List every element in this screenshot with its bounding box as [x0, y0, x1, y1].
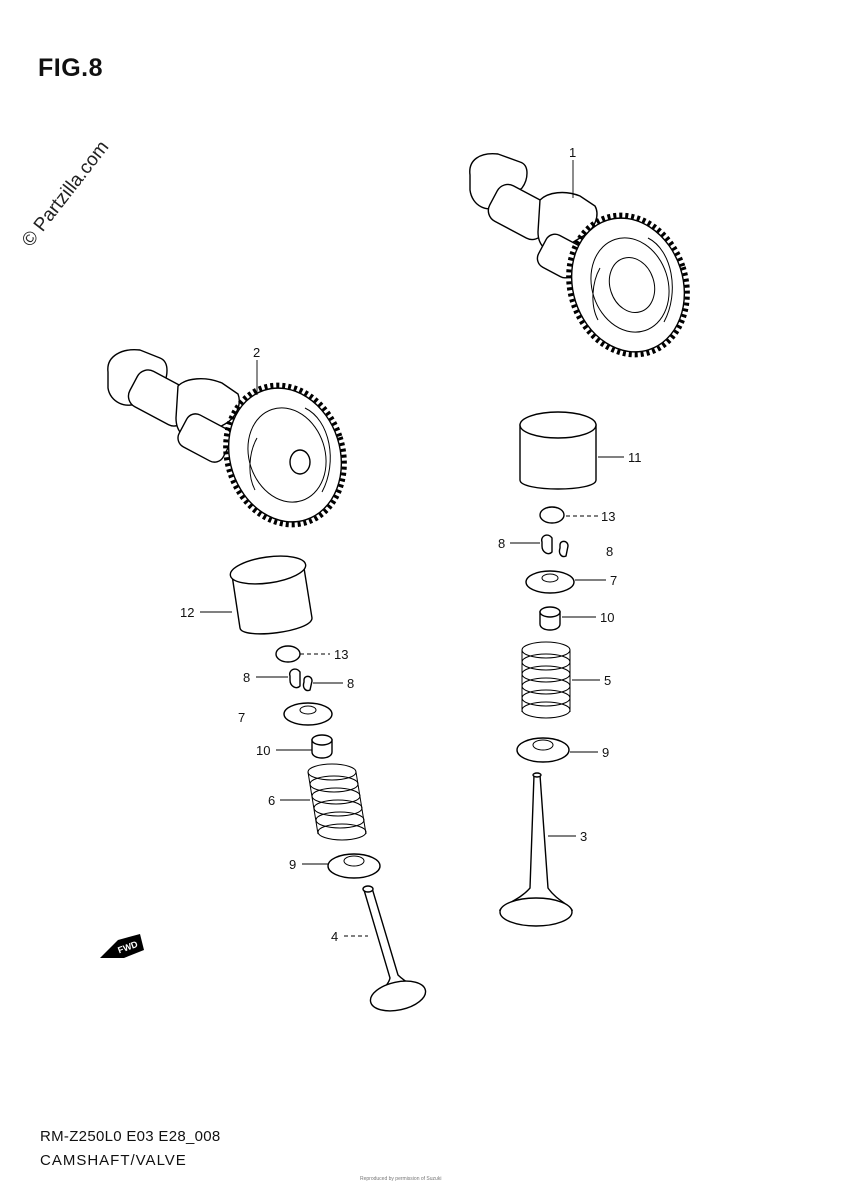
- callout-7-right[interactable]: 7: [610, 573, 617, 588]
- callout-8-left-b[interactable]: 8: [347, 676, 354, 691]
- shim-13-left[interactable]: [275, 645, 301, 663]
- valve-lifter-12[interactable]: [229, 552, 313, 635]
- footer-fine-print: Reproduced by permission of Suzuki: [360, 1176, 442, 1182]
- spring-6-left[interactable]: [307, 763, 367, 841]
- callout-2[interactable]: 2: [253, 345, 260, 360]
- stem-seal-10-left[interactable]: [311, 734, 333, 759]
- callout-9-left[interactable]: 9: [289, 857, 296, 872]
- model-code: RM-Z250L0 E03 E28_008: [40, 1128, 221, 1145]
- callout-7-left[interactable]: 7: [238, 710, 245, 725]
- retainer-7-left[interactable]: [283, 702, 333, 726]
- callout-labels: 1 2 3 4 5 6 7 7 8 8 8 8 9 9 10 10 11 12 …: [180, 145, 642, 944]
- callout-8-right-a[interactable]: 8: [498, 536, 505, 551]
- spring-seat-9-right[interactable]: [516, 737, 570, 763]
- cotter-8-left[interactable]: [288, 668, 313, 692]
- cotter-8-right[interactable]: [540, 534, 569, 558]
- callout-12[interactable]: 12: [180, 605, 194, 620]
- valve-4[interactable]: [362, 885, 428, 1016]
- spring-5-right[interactable]: [521, 641, 571, 719]
- leader-lines: [200, 160, 624, 937]
- valve-lifter-11[interactable]: [519, 411, 597, 490]
- valve-3[interactable]: [498, 772, 574, 927]
- stem-seal-10-right[interactable]: [539, 606, 561, 631]
- shim-13-right[interactable]: [539, 506, 565, 524]
- spring-seat-9-left[interactable]: [327, 853, 381, 879]
- callout-1[interactable]: 1: [569, 145, 576, 160]
- callout-10-right[interactable]: 10: [600, 610, 614, 625]
- callout-11[interactable]: 11: [628, 450, 642, 465]
- callout-6[interactable]: 6: [268, 793, 275, 808]
- camshaft-2[interactable]: [107, 349, 362, 541]
- callout-10-left[interactable]: 10: [256, 743, 270, 758]
- camshaft-1[interactable]: [469, 153, 705, 371]
- callout-13-right[interactable]: 13: [601, 509, 615, 524]
- callout-8-right-b[interactable]: 8: [606, 544, 613, 559]
- callout-4[interactable]: 4: [331, 929, 338, 944]
- callout-5[interactable]: 5: [604, 673, 611, 688]
- callout-3[interactable]: 3: [580, 829, 587, 844]
- callout-8-left-a[interactable]: 8: [243, 670, 250, 685]
- callout-13-left[interactable]: 13: [334, 647, 348, 662]
- retainer-7-right[interactable]: [525, 570, 575, 594]
- callout-9-right[interactable]: 9: [602, 745, 609, 760]
- forward-arrow-icon: FWD: [100, 934, 144, 958]
- section-name: CAMSHAFT/VALVE: [40, 1152, 187, 1169]
- figure-title: FIG.8: [38, 54, 104, 82]
